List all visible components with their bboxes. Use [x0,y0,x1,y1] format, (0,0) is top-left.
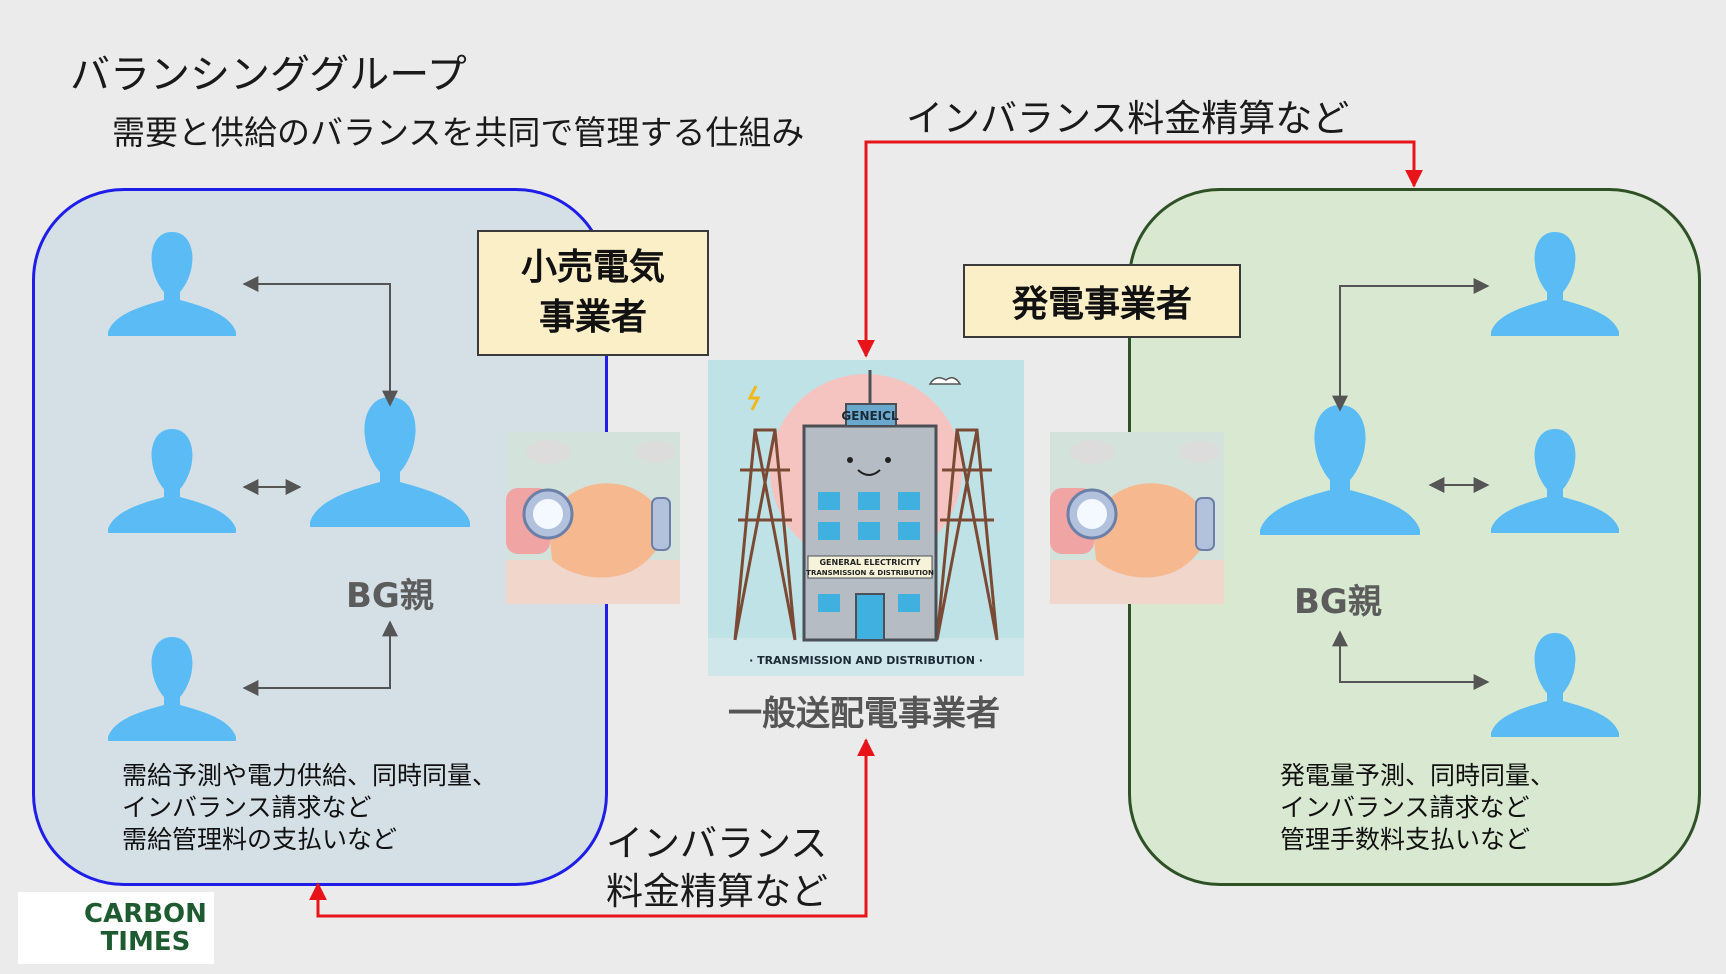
generator-member-arrow-1 [1332,278,1490,412]
top-settlement-label: インバランス料金精算など [906,97,1350,140]
retail-member-arrow-3 [242,620,398,696]
building-banner-line-2: TRANSMISSION & DISTRIBUTION [806,569,934,577]
retail-bg-parent-label: BG親 [346,576,434,616]
transmission-company-label: 一般送配電事業者 [728,694,1000,734]
generator-bg-parent-label: BG親 [1294,582,1382,622]
transmission-company-illustration [708,360,1024,676]
carbon-times-logo [18,892,214,964]
bottom-settlement-label: インバランス 料金精算など [606,820,828,916]
top-settlement-arrow [857,140,1423,358]
retail-note-line-3: 需給管理料の支払いなど [122,825,398,854]
generator-note-line-1: 発電量予測、同時同量、 [1280,761,1556,790]
generator-member-person-icon-2 [1491,429,1619,533]
generator-notes: 発電量予測、同時同量、 インバランス請求など 管理手数料支払いなど [1280,760,1555,856]
page-title: バランシンググループ [70,52,467,98]
retail-member-person-icon-2 [108,429,236,533]
retail-handshake-image [506,432,680,604]
illustration-footer-text: · TRANSMISSION AND DISTRIBUTION · [749,654,983,667]
retail-note-line-1: 需給予測や電力供給、同時同量、 [122,761,498,790]
bottom-settlement-arrow [309,738,875,918]
generator-note-line-3: 管理手数料支払いなど [1280,825,1531,854]
bottom-settlement-line-1: インバランス [606,822,828,865]
carbon-times-logo-text: CARBON TIMES [84,900,207,956]
generator-member-person-icon-1 [1491,232,1619,336]
generator-role-label: 発電事業者 [963,264,1241,338]
retail-member-arrow-1 [242,276,398,407]
bottom-settlement-line-2: 料金精算など [606,870,828,913]
generator-note-line-2: インバランス請求など [1280,793,1530,822]
retail-member-person-icon-3 [108,637,236,741]
retail-role-line-1: 小売電気 [520,247,665,288]
retail-bg-parent-person-icon [310,397,470,527]
retail-role-line-2: 事業者 [538,297,647,338]
generator-bg-parent-person-icon [1260,405,1420,535]
generator-member-arrow-3 [1332,630,1490,690]
building-sign-text: GENEICL [841,409,899,423]
page-subtitle: 需要と供給のバランスを共同で管理する仕組み [112,113,805,152]
logo-line-2: TIMES [100,927,191,957]
retail-note-line-2: インバランス請求など [122,793,372,822]
retail-role-label: 小売電気 事業者 [477,230,709,356]
generator-member-person-icon-3 [1491,633,1619,737]
retail-notes: 需給予測や電力供給、同時同量、 インバランス請求など 需給管理料の支払いなど [122,760,497,856]
building-banner-line-1: GENERAL ELECTRICITY [819,558,920,567]
retail-member-person-icon-1 [108,232,236,336]
logo-line-1: CARBON [84,899,207,929]
generator-handshake-image [1050,432,1224,604]
